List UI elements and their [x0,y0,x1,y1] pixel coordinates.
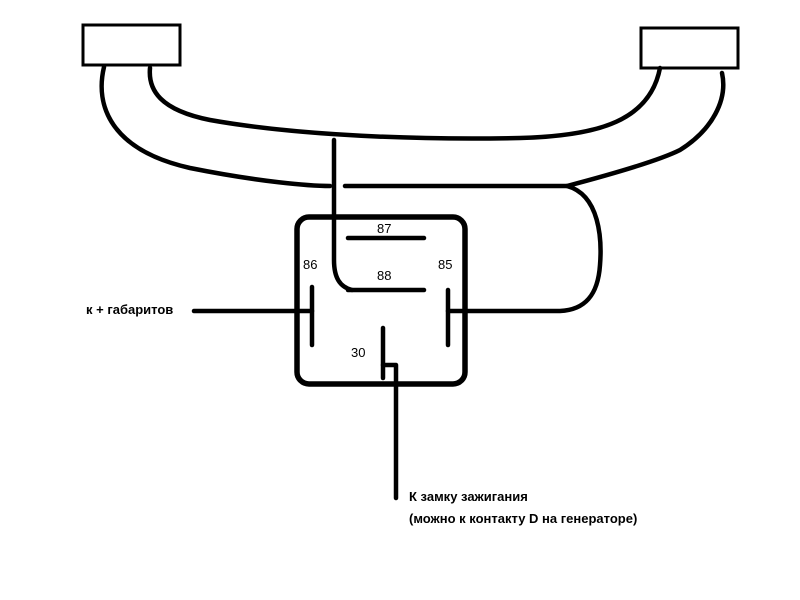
inner-wire [147,65,663,141]
left-lamp-box [81,23,182,67]
ignition-label-line1: К замку зажигания [409,489,528,504]
pin-label-88: 88 [377,268,391,283]
pin-label-30: 30 [351,345,365,360]
ignition-label-line2: (можно к контакту D на генераторе) [409,511,638,526]
ignition-wire [380,362,399,501]
pin-label-85: 85 [438,257,452,272]
pin-label-87: 87 [377,221,391,236]
right-lamp-box [639,26,740,70]
outer-wire [99,64,333,189]
pin-label-86: 86 [303,257,317,272]
side-lights-label: к + габаритов [86,302,174,317]
relay-body [294,214,468,387]
outer-wire-right [342,70,726,189]
pin85-feed-wire [445,183,603,314]
